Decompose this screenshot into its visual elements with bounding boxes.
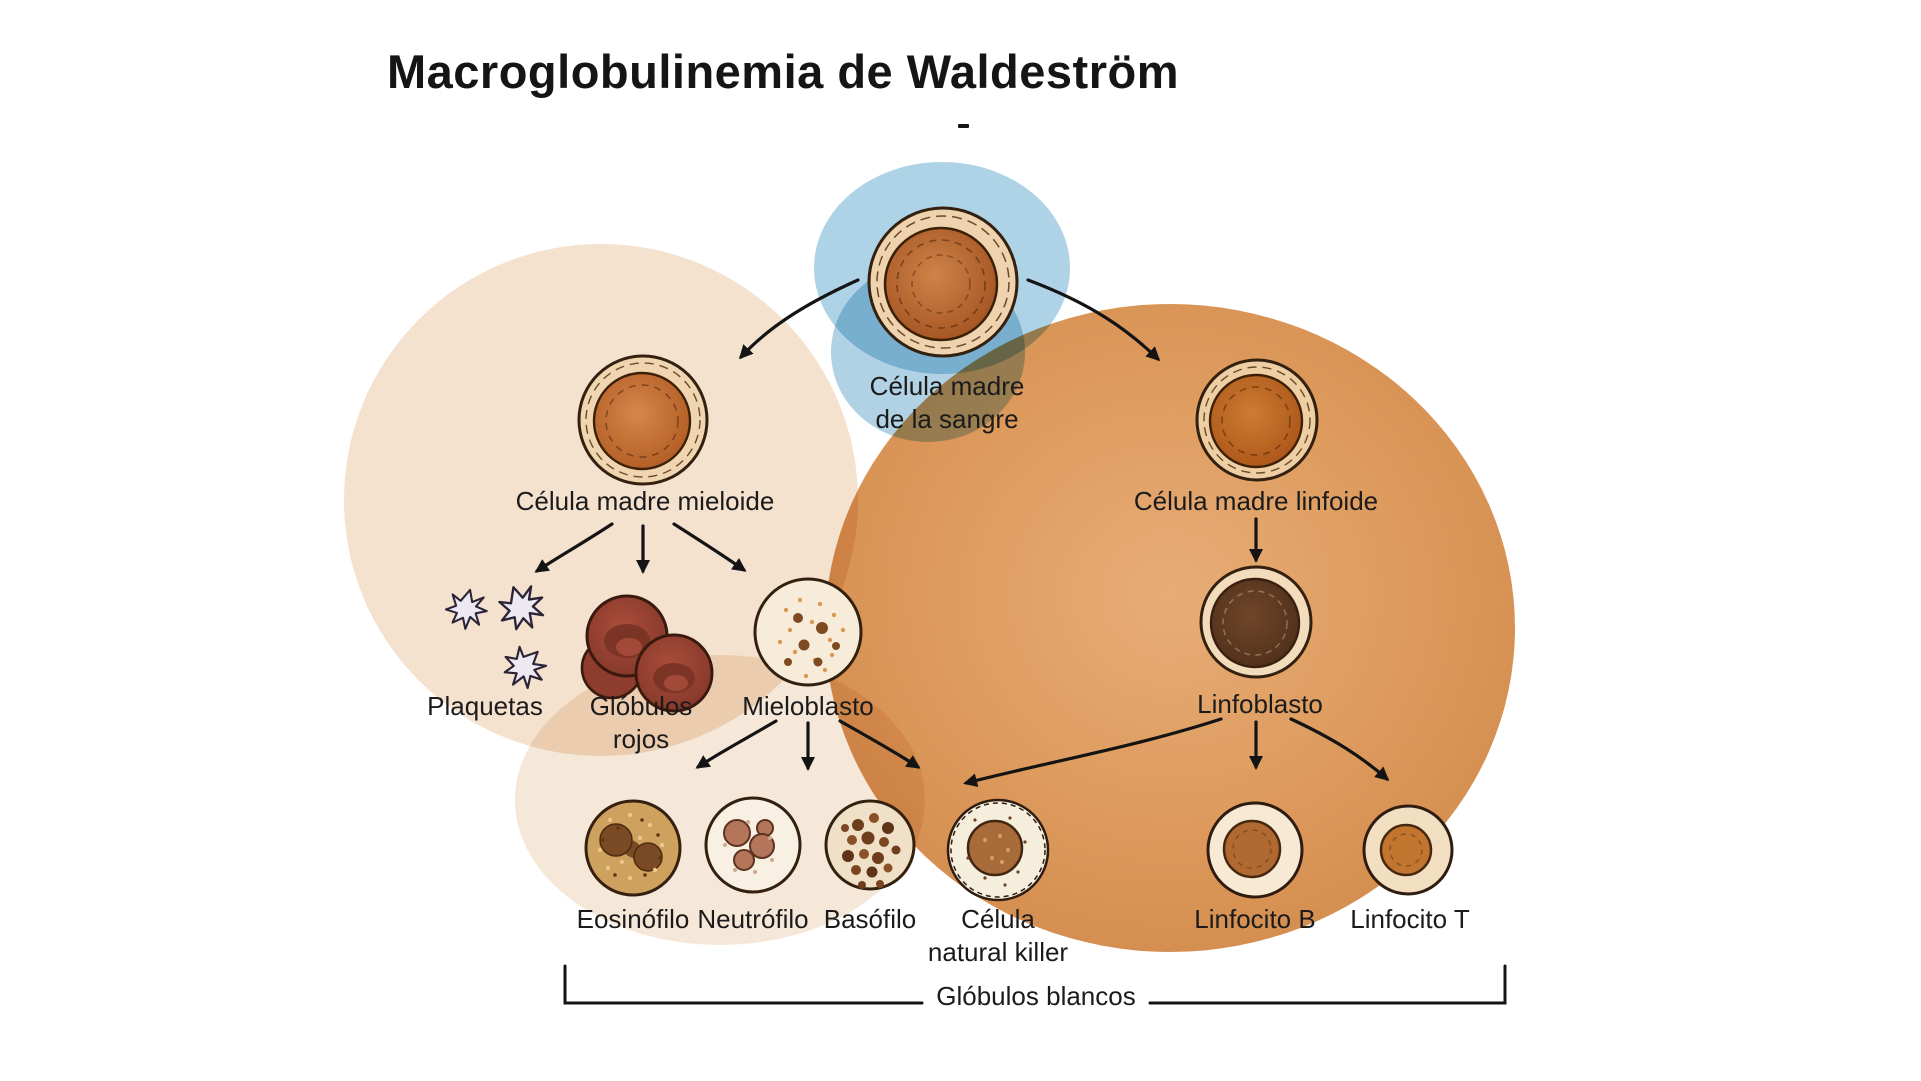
label-neutrophil: Neutrófilo — [697, 904, 809, 934]
natural-killer-cell-illustration — [946, 798, 1050, 902]
white-blood-cells-bracket — [563, 964, 1507, 1005]
nk-nucleus-speckles — [983, 834, 1010, 864]
red-blood-cells-illustration — [580, 594, 714, 713]
arrow-myeloid-to-myeloblast — [672, 522, 747, 572]
myeloblast-illustration — [753, 577, 863, 687]
label-natural-killer-line2: natural killer — [927, 936, 1069, 967]
label-myeloblast: Mieloblasto — [742, 691, 874, 721]
stem-cell-illustration — [867, 206, 1019, 358]
eosinophil-dark-speckles — [601, 818, 662, 877]
lineage-arrows — [534, 278, 1390, 788]
basophil-granules — [841, 813, 901, 889]
nk-outer-speckles — [966, 816, 1027, 887]
lymphoblast-illustration — [1199, 565, 1313, 679]
label-lymphoblast: Linfoblasto — [1197, 689, 1323, 719]
label-white-blood-cells: Glóbulos blancos — [936, 981, 1136, 1011]
lymphoid-stem-cell-illustration — [1195, 358, 1319, 482]
t-lymphocyte-illustration — [1362, 804, 1454, 896]
arrow-lymphoblast-to-t — [1289, 717, 1390, 781]
b-lymphocyte-illustration — [1206, 801, 1304, 899]
label-platelets: Plaquetas — [427, 691, 543, 721]
arrow-stem-to-myeloid — [738, 278, 860, 360]
eosinophil-light-speckles — [597, 812, 665, 881]
myeloblast-speckles — [777, 597, 846, 679]
myeloid-watercolor-circle — [344, 244, 858, 756]
myeloid-stem-cell-illustration — [577, 354, 709, 486]
myeloblast-granules — [784, 613, 840, 667]
label-lymphoid-stem-cell: Célula madre linfoide — [1133, 486, 1379, 516]
arrow-myeloblast-to-basophil — [838, 719, 921, 769]
arrow-stem-to-lymphoid — [1026, 278, 1161, 362]
lymphoid-watercolor-circle — [825, 304, 1515, 952]
arrow-lymphoblast-to-nk — [963, 717, 1223, 788]
page-title: Macroglobulinemia de Waldeström — [387, 45, 1179, 98]
label-natural-killer-line1: Célula — [961, 904, 1035, 934]
label-basophil: Basófilo — [823, 904, 917, 934]
eosinophil-illustration — [584, 799, 682, 897]
arrow-myeloid-to-platelets — [534, 522, 614, 573]
label-myeloid-stem-cell: Célula madre mieloide — [515, 486, 775, 516]
label-red-blood-cells: Glóbulos rojos — [590, 690, 693, 756]
label-stem-cell-line2: de la sangre — [875, 403, 1019, 434]
label-stem-cell: Célula madre de la sangre — [870, 370, 1025, 436]
label-b-lymphocyte: Linfocito B — [1194, 904, 1316, 934]
label-red-blood-cells-line1: Glóbulos — [589, 691, 693, 721]
label-natural-killer: Célula natural killer — [928, 903, 1068, 969]
label-red-blood-cells-line2: rojos — [612, 723, 670, 754]
arrow-myeloblast-to-eosinophil — [695, 719, 778, 769]
label-stem-cell-line1: Célula madre — [869, 371, 1025, 401]
basophil-illustration — [824, 799, 916, 891]
neutrophil-illustration — [704, 796, 802, 894]
cropped-text-remnant — [958, 124, 969, 128]
label-t-lymphocyte: Linfocito T — [1350, 904, 1470, 934]
neutrophil-speckles — [723, 820, 774, 874]
label-eosinophil: Eosinófilo — [576, 904, 690, 934]
